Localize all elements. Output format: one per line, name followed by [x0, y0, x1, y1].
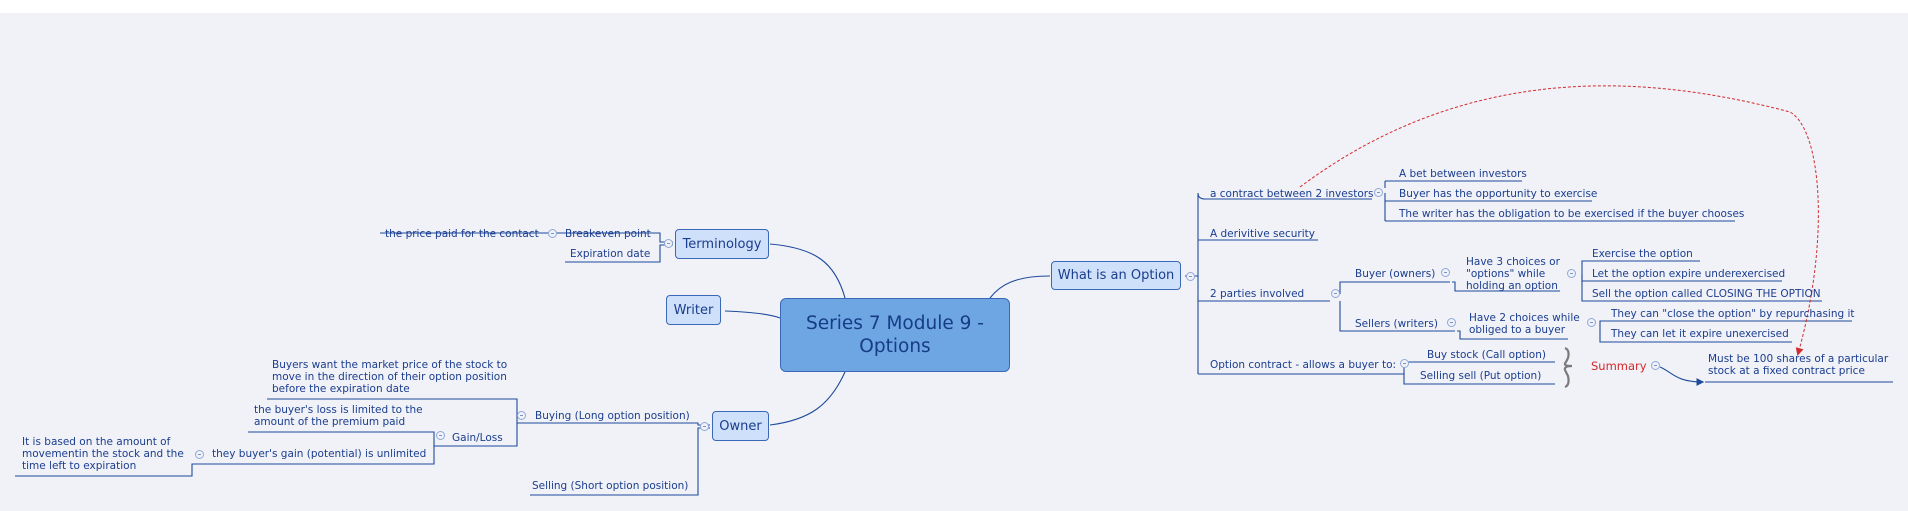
collapse-toggle-parties[interactable] [1331, 289, 1340, 298]
node-contract-allows[interactable]: Option contract - allows a buyer to: [1210, 359, 1397, 371]
summary-brace [1563, 346, 1573, 389]
collapse-toggle-summary[interactable] [1651, 361, 1660, 370]
node-derivative[interactable]: A derivitive security [1210, 228, 1315, 240]
node-selling[interactable]: Selling (Short option position) [532, 480, 689, 492]
central-topic[interactable]: Series 7 Module 9 - Options [780, 298, 1010, 372]
node-breakeven-detail[interactable]: the price paid for the contact [385, 228, 539, 240]
node-let-expire-unexercised[interactable]: They can let it expire unexercised [1611, 328, 1789, 340]
collapse-toggle-three-choices[interactable] [1567, 269, 1576, 278]
node-breakeven-point[interactable]: Breakeven point [565, 228, 651, 240]
link-two-close [1599, 320, 1852, 326]
collapse-toggle-owner[interactable] [700, 422, 709, 431]
collapse-toggle-contract[interactable] [1374, 188, 1383, 197]
node-writer-obligation[interactable]: The writer has the obligation to be exer… [1399, 208, 1745, 220]
topic-terminology[interactable]: Terminology [675, 229, 769, 259]
node-three-choices[interactable]: Have 3 choices or "options" while holdin… [1466, 256, 1560, 292]
link-central-terminology [769, 243, 846, 299]
collapse-toggle-two-choices[interactable] [1587, 318, 1596, 327]
link-central-what [989, 275, 1051, 299]
node-buyer-opportunity[interactable]: Buyer has the opportunity to exercise [1399, 188, 1598, 200]
summary-label[interactable]: Summary [1591, 359, 1647, 373]
topic-what-is-an-option[interactable]: What is an Option [1051, 261, 1181, 290]
node-buy-stock[interactable]: Buy stock (Call option) [1427, 349, 1546, 361]
node-gain-unlimited[interactable]: they buyer's gain (potential) is unlimit… [212, 448, 427, 460]
node-gain-based[interactable]: It is based on the amount of movementin … [22, 436, 184, 472]
topic-owner-label: Owner [719, 418, 762, 434]
node-sell-option[interactable]: Sell the option called CLOSING THE OPTIO… [1592, 288, 1821, 300]
collapse-toggle-buyer[interactable] [1441, 268, 1450, 277]
collapse-toggle-breakeven[interactable] [548, 229, 557, 238]
link-central-writer [724, 310, 781, 319]
link-parties-buyer [1339, 281, 1450, 294]
node-sellers[interactable]: Sellers (writers) [1355, 318, 1438, 330]
collapse-toggle-allows[interactable] [1400, 359, 1409, 368]
collapse-toggle-unlimited[interactable] [195, 450, 204, 459]
node-buying[interactable]: Buying (Long option position) [535, 410, 690, 422]
node-buyer-owners[interactable]: Buyer (owners) [1355, 268, 1436, 280]
node-sell-put[interactable]: Selling sell (Put option) [1420, 370, 1542, 382]
central-topic-label: Series 7 Module 9 - Options [806, 313, 984, 357]
topic-terminology-label: Terminology [682, 236, 762, 252]
link-gainloss-limited [248, 431, 438, 447]
canvas-top-band [0, 0, 1908, 13]
link-summary-detail [1659, 366, 1705, 386]
link-central-owner [769, 371, 846, 426]
collapse-toggle-what[interactable] [1186, 272, 1195, 281]
node-contract[interactable]: a contract between 2 investors [1210, 188, 1374, 200]
node-close-option[interactable]: They can "close the option" by repurchas… [1611, 308, 1855, 320]
collapse-toggle-sellers[interactable] [1447, 318, 1456, 327]
link-owner-buying [520, 422, 710, 426]
node-bet[interactable]: A bet between investors [1399, 168, 1527, 180]
topic-owner[interactable]: Owner [712, 411, 769, 441]
collapse-toggle-gainloss[interactable] [436, 431, 445, 440]
node-expiration-date[interactable]: Expiration date [570, 248, 651, 260]
collapse-toggle-terminology[interactable] [664, 239, 673, 248]
node-buyers-want[interactable]: Buyers want the market price of the stoc… [272, 359, 508, 395]
node-loss-limited[interactable]: the buyer's loss is limited to the amoun… [254, 404, 423, 428]
collapse-toggle-buying[interactable] [517, 411, 526, 420]
node-gain-loss[interactable]: Gain/Loss [452, 432, 503, 444]
link-what-stem [1185, 198, 1199, 374]
node-two-choices[interactable]: Have 2 choices while obliged to a buyer [1469, 312, 1580, 336]
topic-what-label: What is an Option [1057, 268, 1175, 283]
node-let-expire[interactable]: Let the option expire underexercised [1592, 268, 1786, 280]
node-exercise[interactable]: Exercise the option [1592, 248, 1693, 260]
topic-writer-label: Writer [673, 302, 714, 318]
node-summary-detail[interactable]: Must be 100 shares of a particular stock… [1708, 353, 1889, 377]
topic-writer[interactable]: Writer [666, 295, 721, 325]
node-parties[interactable]: 2 parties involved [1210, 288, 1305, 300]
